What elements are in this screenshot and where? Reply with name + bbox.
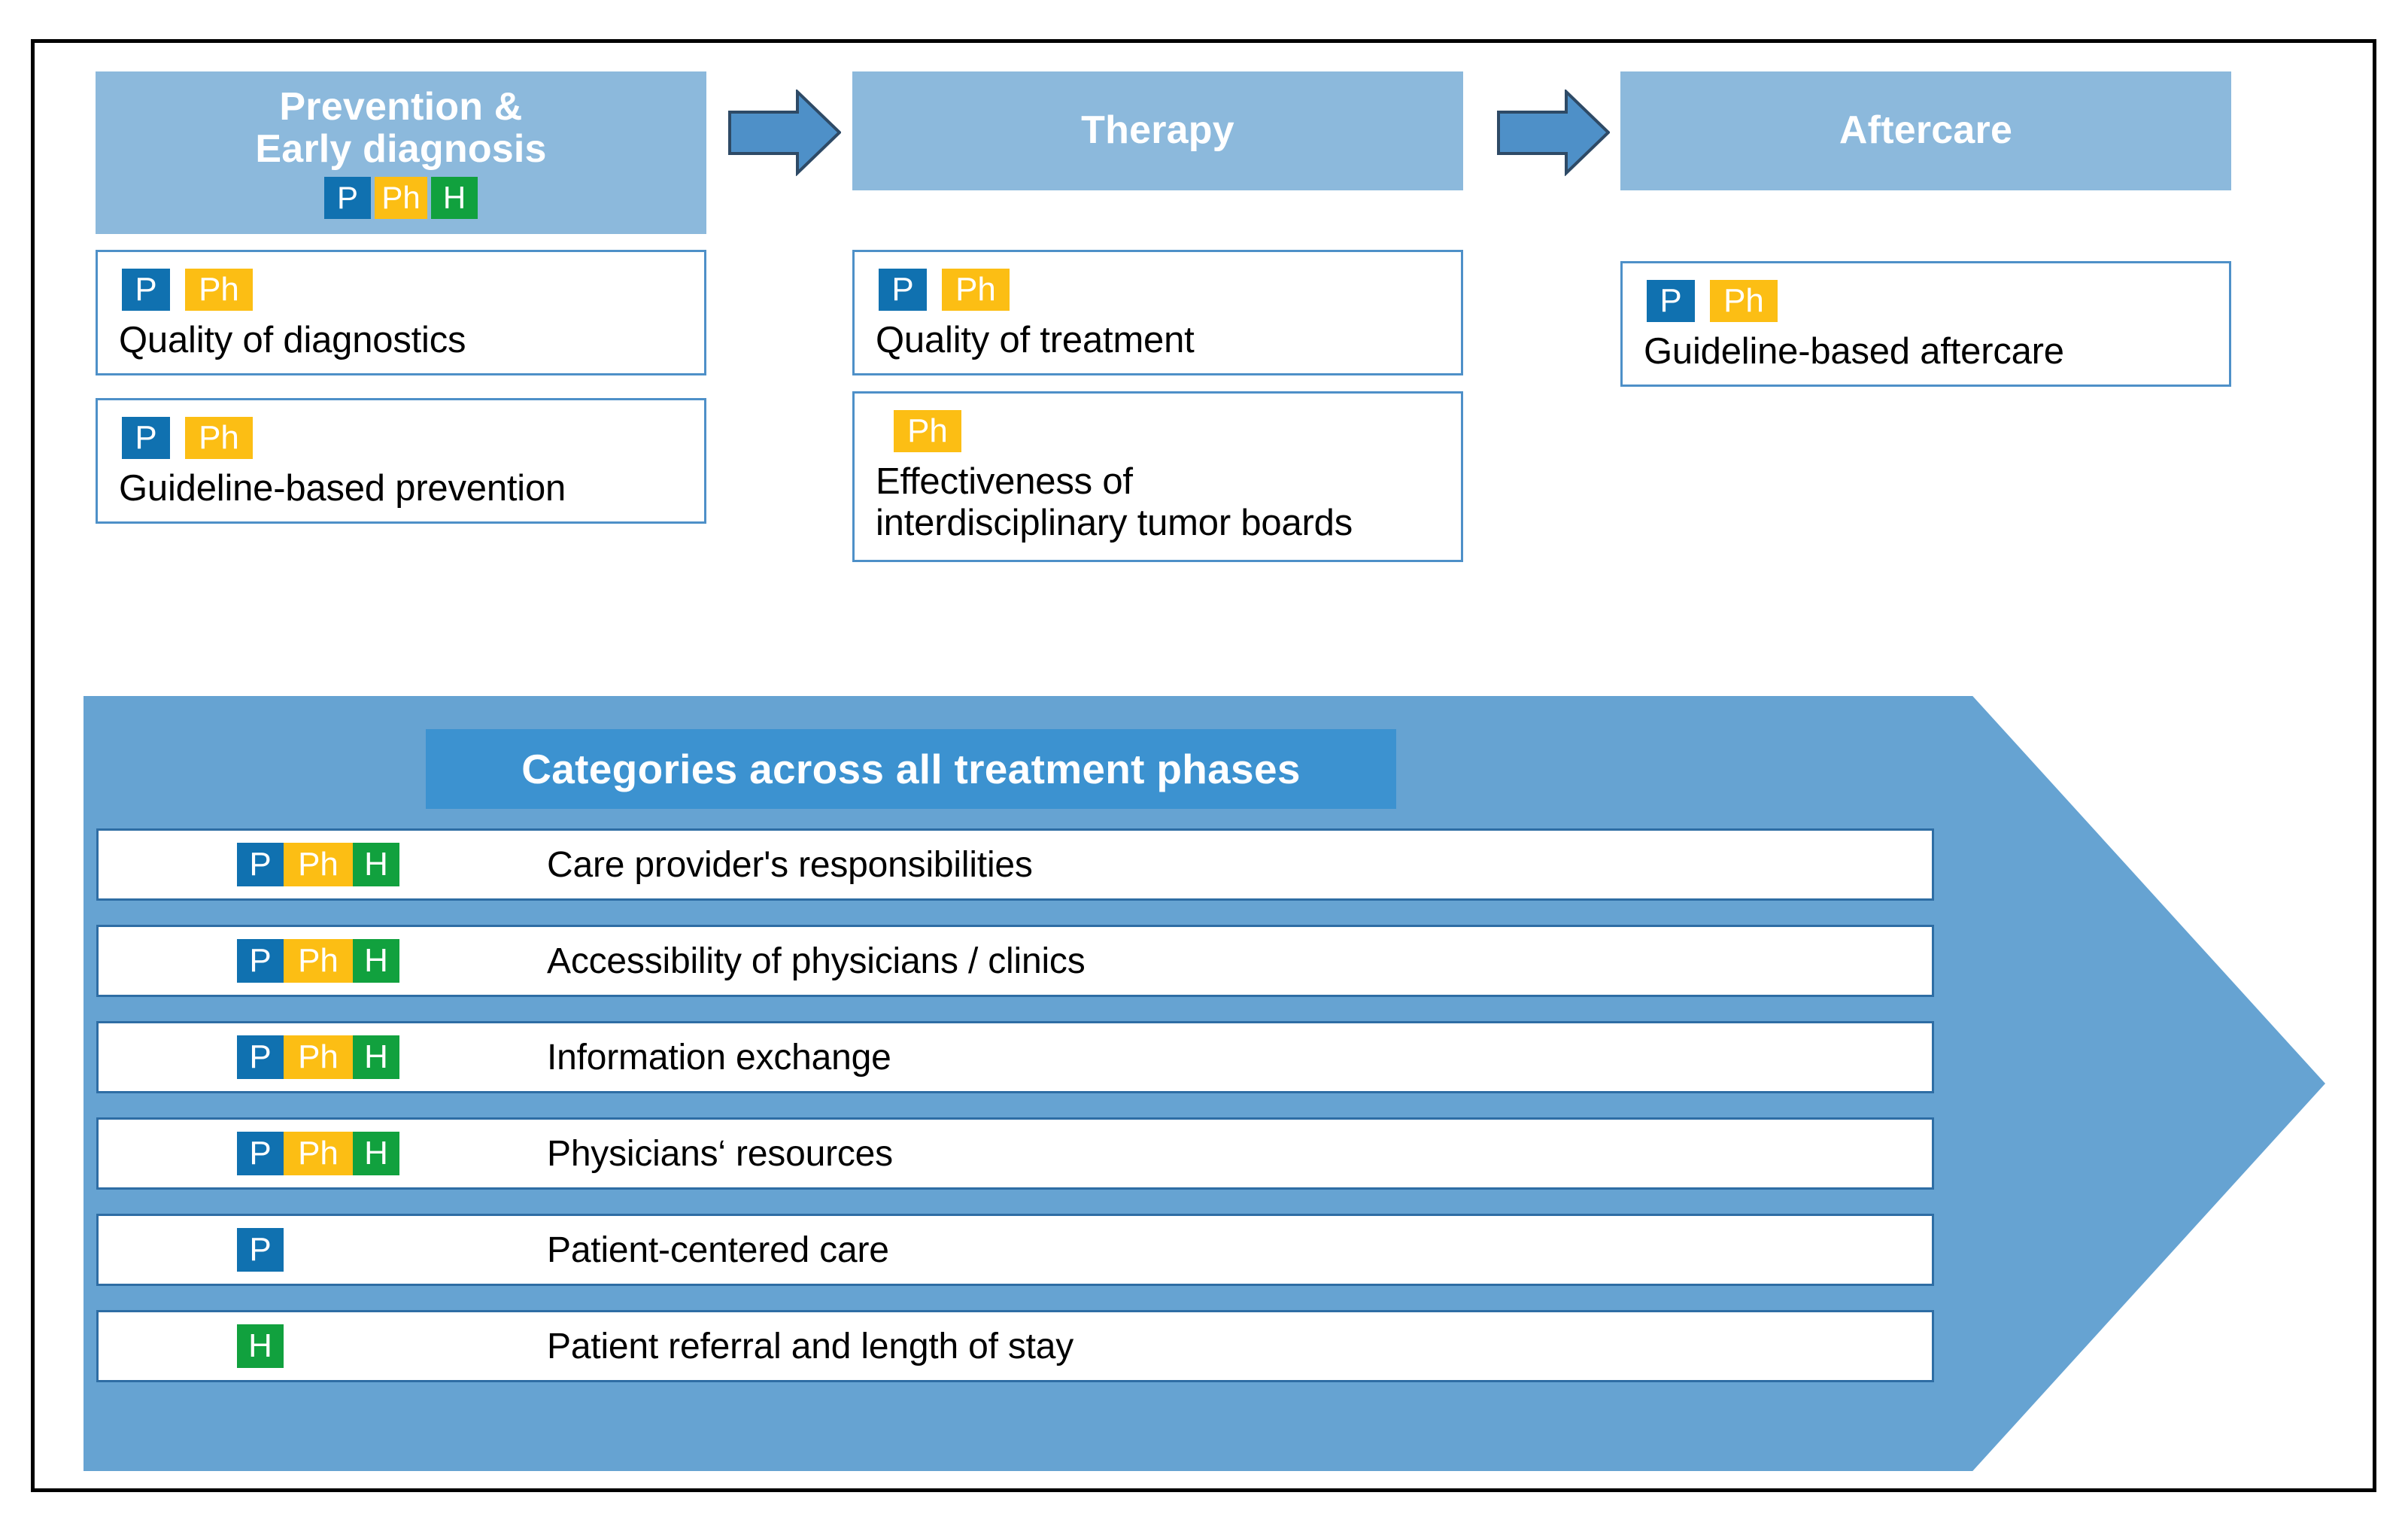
card-label: Effectiveness of interdisciplinary tumor…	[855, 452, 1461, 544]
row-label: Patient-centered care	[547, 1230, 889, 1270]
tag-ph-icon: Ph	[284, 939, 353, 983]
tag-p-icon: P	[237, 1035, 284, 1079]
tag-p-icon: P	[122, 269, 170, 311]
tag-h-icon: H	[237, 1324, 284, 1368]
category-row-information-exchange[interactable]: P Ph H Information exchange	[96, 1021, 1934, 1093]
tag-h-icon: H	[431, 176, 478, 219]
row-tags: H	[237, 1324, 508, 1368]
card-tags: P Ph	[855, 252, 1461, 311]
cross-phase-banner: Categories across all treatment phases	[426, 729, 1396, 809]
card-tags: P Ph	[98, 252, 704, 311]
row-tags: P Ph H	[237, 1035, 508, 1079]
tag-ph-icon: Ph	[284, 1132, 353, 1175]
card-label: Quality of treatment	[876, 320, 1195, 360]
phase-title-therapy: Therapy	[1081, 108, 1234, 153]
tag-p-icon: P	[237, 843, 284, 886]
card-guideline-based-aftercare[interactable]: P Ph Guideline-based aftercare	[1620, 261, 2231, 387]
tag-ph-icon: Ph	[942, 269, 1010, 311]
tag-h-icon: H	[353, 843, 399, 886]
phase-header-tags-prevention: P Ph H	[324, 176, 478, 219]
category-row-physicians-resources[interactable]: P Ph H Physicians‘ resources	[96, 1117, 1934, 1190]
phase-header-aftercare: Aftercare	[1620, 71, 2231, 190]
connector-arrow-2	[1497, 90, 1610, 176]
card-quality-of-treatment[interactable]: P Ph Quality of treatment	[852, 250, 1463, 375]
phase-header-prevention: Prevention & Early diagnosis P Ph H	[96, 71, 706, 234]
tag-ph-icon: Ph	[1710, 280, 1778, 322]
card-label: Quality of diagnostics	[119, 320, 466, 360]
card-label: Guideline-based aftercare	[1644, 331, 2064, 372]
tag-p-icon: P	[237, 939, 284, 983]
category-row-care-provider[interactable]: P Ph H Care provider's responsibilities	[96, 828, 1934, 901]
tag-p-icon: P	[122, 417, 170, 459]
card-effectiveness-tumor-boards[interactable]: Ph Effectiveness of interdisciplinary tu…	[852, 391, 1463, 562]
category-row-patient-centered-care[interactable]: P Patient-centered care	[96, 1214, 1934, 1286]
card-tags: P Ph	[98, 400, 704, 459]
tag-h-icon: H	[353, 1035, 399, 1079]
phase-title-line1: Prevention &	[279, 85, 523, 129]
tag-ph-icon: Ph	[185, 269, 253, 311]
phase-header-therapy: Therapy	[852, 71, 1463, 190]
tag-p-icon: P	[1647, 280, 1695, 322]
tag-p-icon: P	[237, 1228, 284, 1272]
row-tags: P	[237, 1228, 508, 1272]
row-label: Patient referral and length of stay	[547, 1326, 1074, 1366]
tag-ph-icon: Ph	[894, 410, 961, 452]
card-label: Guideline-based prevention	[119, 468, 566, 509]
row-tags: P Ph H	[237, 939, 508, 983]
tag-p-icon: P	[237, 1132, 284, 1175]
tag-ph-icon: Ph	[284, 843, 353, 886]
row-tags: P Ph H	[237, 843, 508, 886]
phase-title-line2: Early diagnosis	[255, 126, 547, 171]
tag-h-icon: H	[353, 939, 399, 983]
row-label: Information exchange	[547, 1037, 891, 1078]
phase-title-aftercare: Aftercare	[1839, 108, 2013, 153]
tag-ph-icon: Ph	[375, 176, 427, 219]
category-row-accessibility[interactable]: P Ph H Accessibility of physicians / cli…	[96, 925, 1934, 997]
connector-arrow-1	[728, 90, 841, 176]
card-tags: P Ph	[1623, 263, 2229, 322]
row-label: Care provider's responsibilities	[547, 844, 1033, 885]
diagram-frame: Prevention & Early diagnosis P Ph H Ther…	[31, 39, 2376, 1492]
tag-p-icon: P	[879, 269, 927, 311]
card-label-line2: interdisciplinary tumor boards	[876, 502, 1353, 543]
phase-title-prevention: Prevention & Early diagnosis	[255, 87, 546, 169]
card-guideline-based-prevention[interactable]: P Ph Guideline-based prevention	[96, 398, 706, 524]
row-label: Accessibility of physicians / clinics	[547, 941, 1086, 981]
tag-p-icon: P	[324, 176, 371, 219]
tag-ph-icon: Ph	[284, 1035, 353, 1079]
card-label-line1: Effectiveness of	[876, 461, 1133, 502]
tag-h-icon: H	[353, 1132, 399, 1175]
row-label: Physicians‘ resources	[547, 1133, 893, 1174]
card-tags: Ph	[855, 394, 1461, 452]
card-quality-of-diagnostics[interactable]: P Ph Quality of diagnostics	[96, 250, 706, 375]
row-tags: P Ph H	[237, 1132, 508, 1175]
cross-phase-banner-label: Categories across all treatment phases	[521, 746, 1301, 792]
tag-ph-icon: Ph	[185, 417, 253, 459]
category-row-patient-referral[interactable]: H Patient referral and length of stay	[96, 1310, 1934, 1382]
